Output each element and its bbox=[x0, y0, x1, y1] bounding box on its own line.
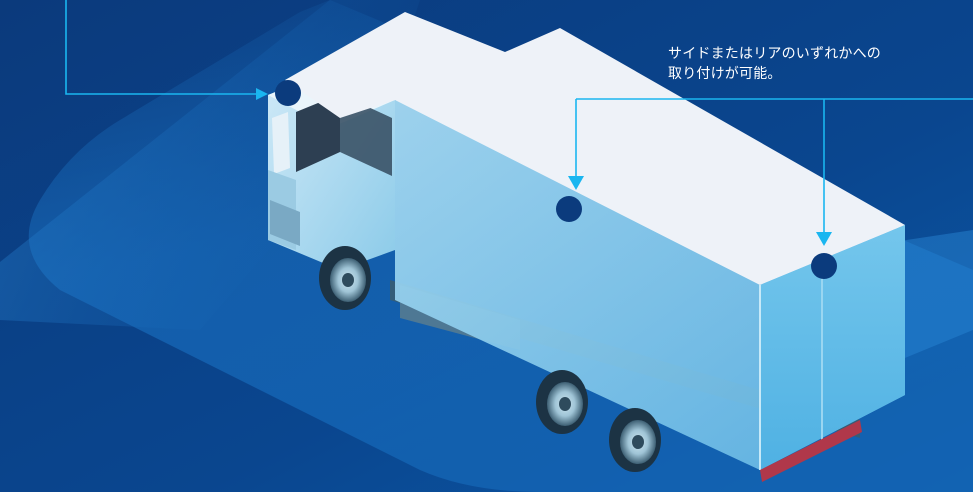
cab-top-marker bbox=[275, 80, 301, 106]
mounting-callout: サイドまたはリアのいずれかへの 取り付けが可能。 bbox=[668, 44, 968, 84]
rear-marker bbox=[811, 253, 837, 279]
arrow-heads bbox=[256, 88, 832, 246]
callout-lines bbox=[65, 0, 973, 236]
rear-wheel-2 bbox=[609, 408, 661, 472]
front-wheel bbox=[319, 246, 371, 310]
rear-wheel-1 bbox=[536, 370, 588, 434]
callout-line-1: サイドまたはリアのいずれかへの bbox=[668, 46, 881, 62]
side-marker bbox=[556, 196, 582, 222]
callout-line-2: 取り付けが可能。 bbox=[668, 66, 782, 82]
